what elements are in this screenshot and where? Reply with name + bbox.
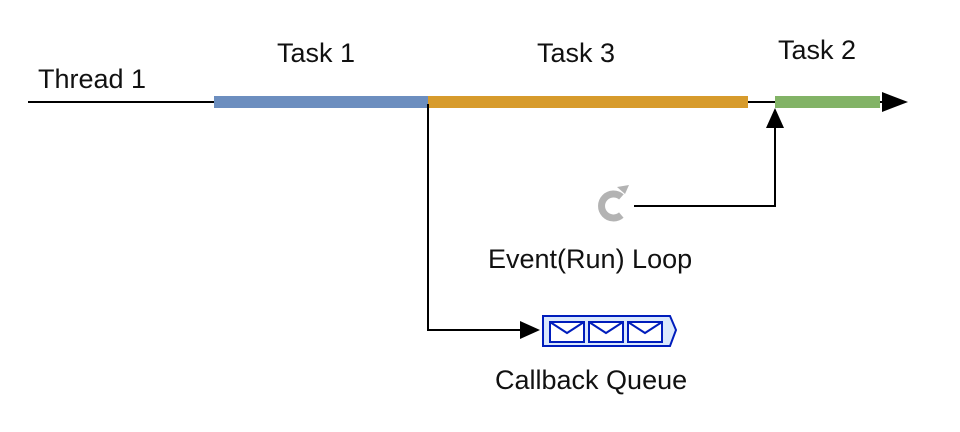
dispatch-arrowhead xyxy=(766,108,784,128)
callback-queue-label: Callback Queue xyxy=(495,365,688,395)
envelope-icon xyxy=(588,321,624,343)
thread-label: Thread 1 xyxy=(38,64,147,94)
timeline-arrowhead xyxy=(882,92,908,112)
task2-bar xyxy=(775,96,880,108)
task3-bar xyxy=(428,96,748,108)
task2-label: Task 2 xyxy=(778,35,857,65)
enqueue-connector xyxy=(427,104,522,331)
task3-label: Task 3 xyxy=(537,38,616,68)
refresh-icon xyxy=(598,185,629,222)
task1-label: Task 1 xyxy=(277,38,356,68)
envelope-icon xyxy=(549,321,585,343)
dispatch-connector xyxy=(634,126,776,207)
envelope-icon xyxy=(627,321,663,343)
message-queue-icon xyxy=(542,315,678,347)
task1-bar xyxy=(214,96,428,108)
event-loop-label: Event(Run) Loop xyxy=(488,244,693,274)
enqueue-arrowhead xyxy=(520,321,540,339)
